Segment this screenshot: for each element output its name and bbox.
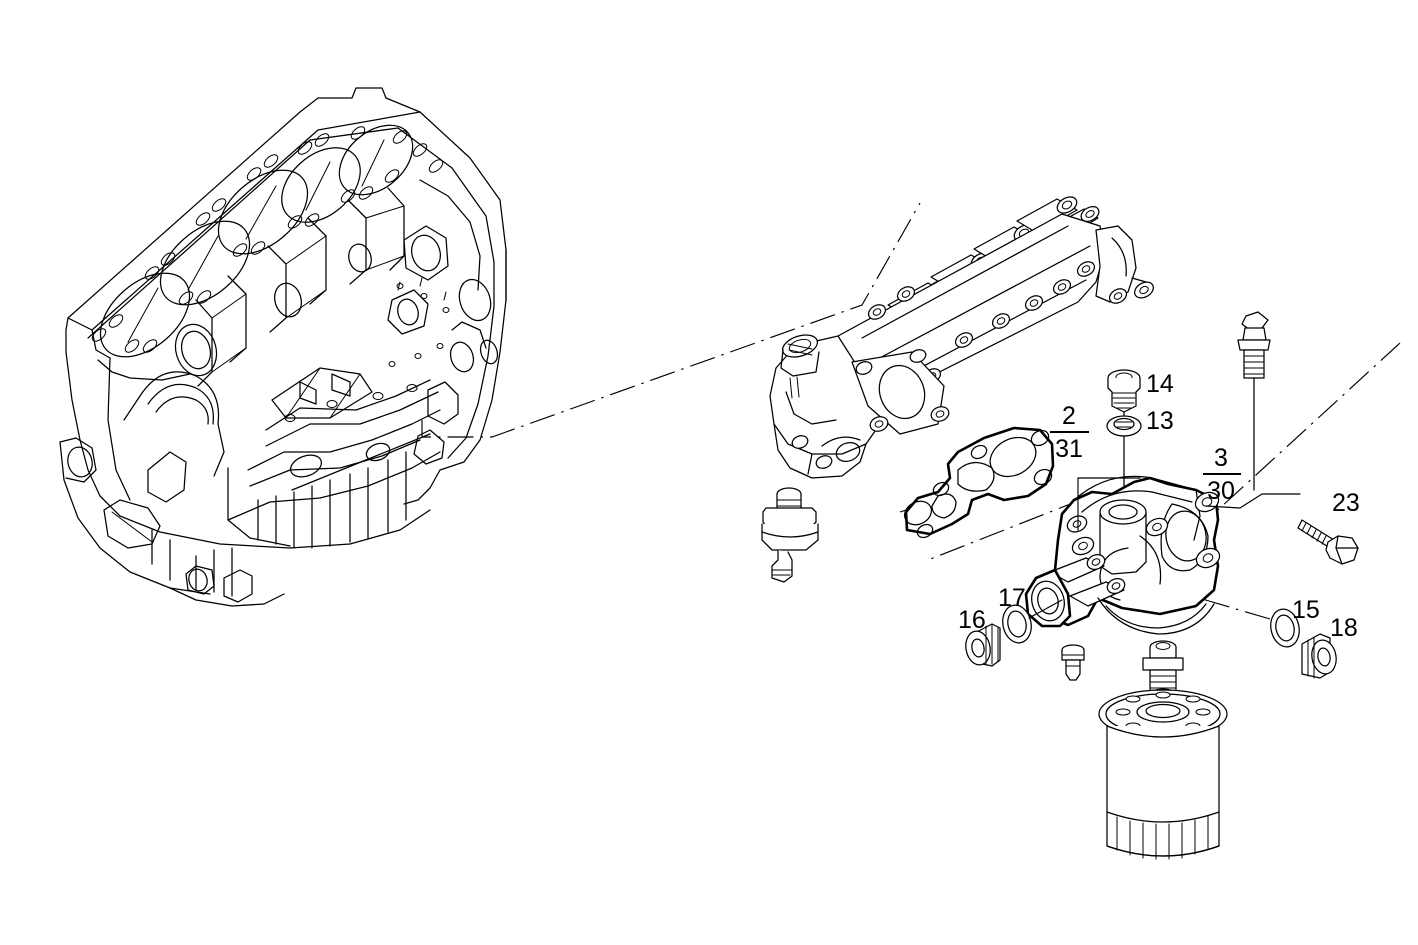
threaded-connector-nipple: [1237, 311, 1271, 491]
callout-2-31-numerator: 2: [1062, 402, 1076, 430]
leader-lines: [1028, 477, 1301, 619]
callout-17: 17: [998, 584, 1026, 612]
oil-pressure-switch: [761, 487, 819, 583]
head-bolt-holes: [91, 126, 444, 353]
callout-15: 15: [1292, 596, 1320, 624]
sealing-ring-17: [1002, 604, 1032, 644]
cooler-outlet-elbow: [1095, 225, 1154, 304]
oil-cooler-housing: [769, 196, 1154, 479]
filter-flutes: [1116, 815, 1209, 860]
block-rear-face: [403, 249, 507, 505]
cooler-mount-flange: [769, 334, 950, 479]
callout-13: 13: [1146, 407, 1174, 435]
cylinder-bores: [99, 124, 414, 358]
block-front-detail: [387, 179, 481, 367]
oil-filter-cartridge: [1098, 689, 1228, 860]
hex-head-bolt-23: [1297, 519, 1359, 565]
oil-cooler-gasket: [903, 426, 1055, 539]
callout-18: 18: [1330, 614, 1358, 642]
block-gallery-detail: [227, 367, 441, 549]
callout-3-30-numerator: 3: [1214, 444, 1228, 472]
block-side-wall: [59, 187, 431, 607]
callout-14: 14: [1146, 370, 1174, 398]
callout-labels: 14 13 2 31 3 30 23 16 17 15 18: [958, 370, 1360, 642]
cylinder-block: [59, 87, 507, 607]
callout-3-30: 3 30: [1203, 444, 1241, 505]
callout-23: 23: [1332, 489, 1360, 517]
filter-mount-nipple: [1142, 640, 1184, 700]
callout-16: 16: [958, 606, 986, 634]
oil-filter-head: [1024, 475, 1221, 635]
callout-2-31-denominator: 31: [1055, 435, 1083, 463]
drain-plug-small: [1061, 644, 1085, 681]
sealing-ring-15: [1270, 608, 1300, 648]
callout-3-30-denominator: 30: [1207, 477, 1235, 505]
screw-plug-18: [1301, 633, 1337, 679]
screw-plug-16: [965, 623, 1001, 667]
callout-2-31: 2 31: [1050, 402, 1089, 463]
